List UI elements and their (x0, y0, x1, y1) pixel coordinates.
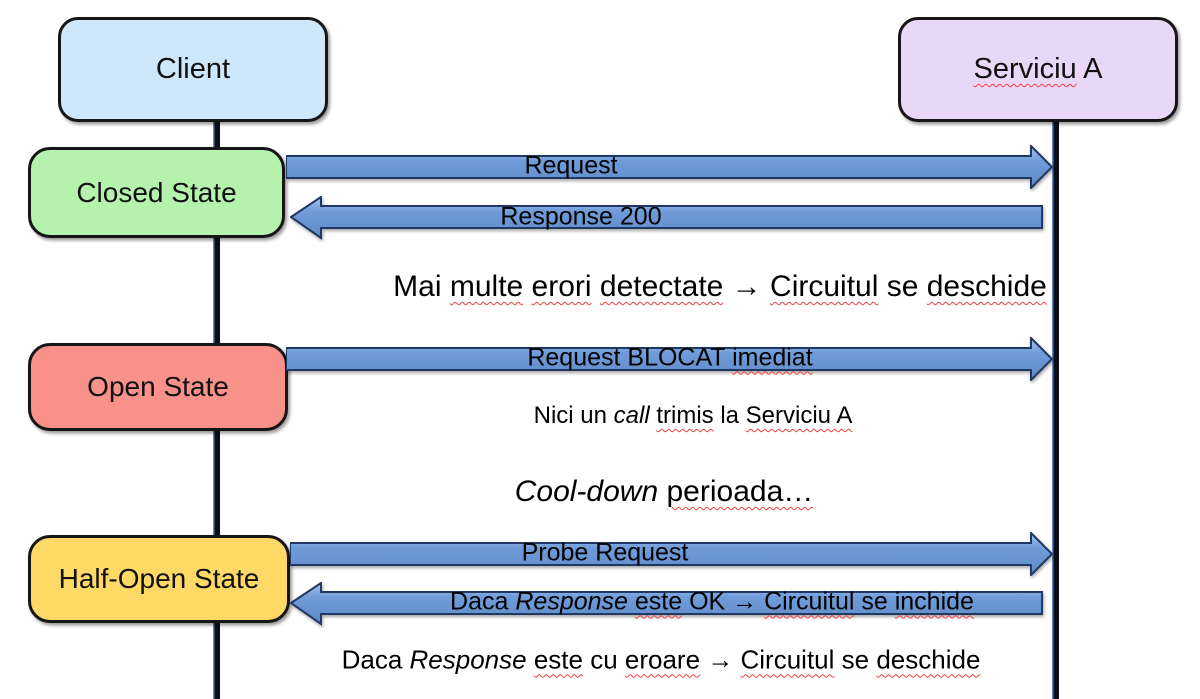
probe-request-arrow-shape (290, 532, 1054, 576)
state-open-label: Open State (87, 371, 229, 402)
actor-service-label: Serviciu A (973, 53, 1103, 85)
request-blocked-arrow (286, 337, 1054, 381)
response-ok-arrow (290, 582, 1043, 626)
state-closed-box: Closed State (28, 147, 285, 238)
response-200-arrow-shape (290, 196, 1043, 240)
note-errors-detected: Mai multe erori detectate → Circuitul se… (393, 270, 1047, 303)
probe-request-arrow (290, 532, 1054, 576)
request-blocked-arrow-label: Request BLOCAT imediat (527, 343, 813, 372)
response-200-arrow-label: Response 200 (500, 202, 662, 231)
state-half-open-box: Half-Open State (28, 535, 290, 623)
request-blocked-arrow-shape (286, 337, 1054, 381)
state-open-box: Open State (28, 343, 288, 431)
response-200-arrow (290, 196, 1043, 240)
request-arrow (286, 145, 1054, 189)
note-no-call-sent: Nici un call trimis la Serviciu A (533, 402, 853, 429)
actor-client-label: Client (155, 53, 231, 85)
service-lifeline (1052, 122, 1059, 699)
request-arrow-shape (286, 145, 1054, 189)
state-closed-label: Closed State (76, 176, 237, 208)
response-ok-arrow-label: Daca Response este OK → Circuitul se inc… (450, 587, 974, 616)
response-ok-arrow-shape (290, 582, 1043, 626)
state-half-open-label: Half-Open State (58, 563, 260, 594)
actor-client-box: Client (58, 17, 328, 122)
request-arrow-label: Request (524, 151, 618, 180)
note-cooldown-period: Cool-down perioada… (514, 475, 814, 508)
probe-request-arrow-label: Probe Request (521, 538, 689, 567)
actor-service-box: Serviciu A (898, 17, 1178, 122)
note-response-error: Daca Response este cu eroare → Circuitul… (341, 644, 981, 675)
